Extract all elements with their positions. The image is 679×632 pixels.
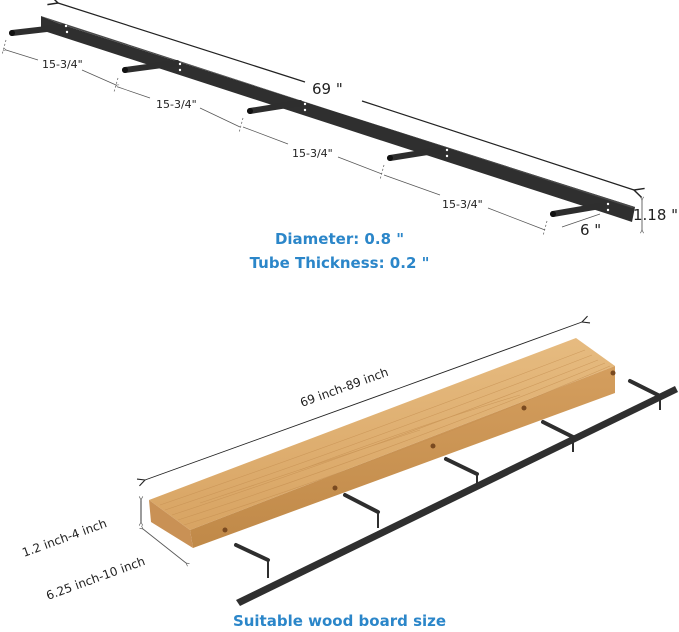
steel-rod <box>9 24 69 36</box>
board-size-caption: Suitable wood board size <box>232 612 447 630</box>
wood-board-front <box>190 366 615 548</box>
total-length-label: 69 " <box>312 80 343 98</box>
tube-thickness-spec: Tube Thickness: 0.2 " <box>249 254 430 272</box>
bracket-top-view: 69 " 15-3/4" 15-3/4" 15-3/4" 15-3/4" 6 "… <box>1 3 678 239</box>
rod-length-label: 6 " <box>580 221 601 239</box>
steel-rod <box>387 147 449 161</box>
steel-rod <box>550 202 610 217</box>
board-thickness-label: 1.2 inch-4 inch <box>20 516 108 560</box>
spacing-label-4: 15-3/4" <box>442 198 483 211</box>
steel-rod <box>247 100 307 114</box>
steel-rod <box>122 60 182 73</box>
board-depth-label: 6.25 inch-10 inch <box>44 554 147 603</box>
bar-height-label: 1.18 " <box>633 206 678 224</box>
length-arrow-right <box>361 100 634 190</box>
board-assembly-view: 69 inch-89 inch 1.2 inch-4 inch 6.25 inc… <box>20 322 678 606</box>
steel-bar <box>41 16 635 222</box>
spacing-label-1: 15-3/4" <box>42 58 83 71</box>
steel-bar <box>236 386 678 606</box>
spacing-label-3: 15-3/4" <box>292 147 333 160</box>
spacing-label-2: 15-3/4" <box>156 98 197 111</box>
length-arrow-left <box>58 3 306 83</box>
diameter-spec: Diameter: 0.8 " <box>274 230 405 248</box>
board-length-label: 69 inch-89 inch <box>298 365 390 410</box>
